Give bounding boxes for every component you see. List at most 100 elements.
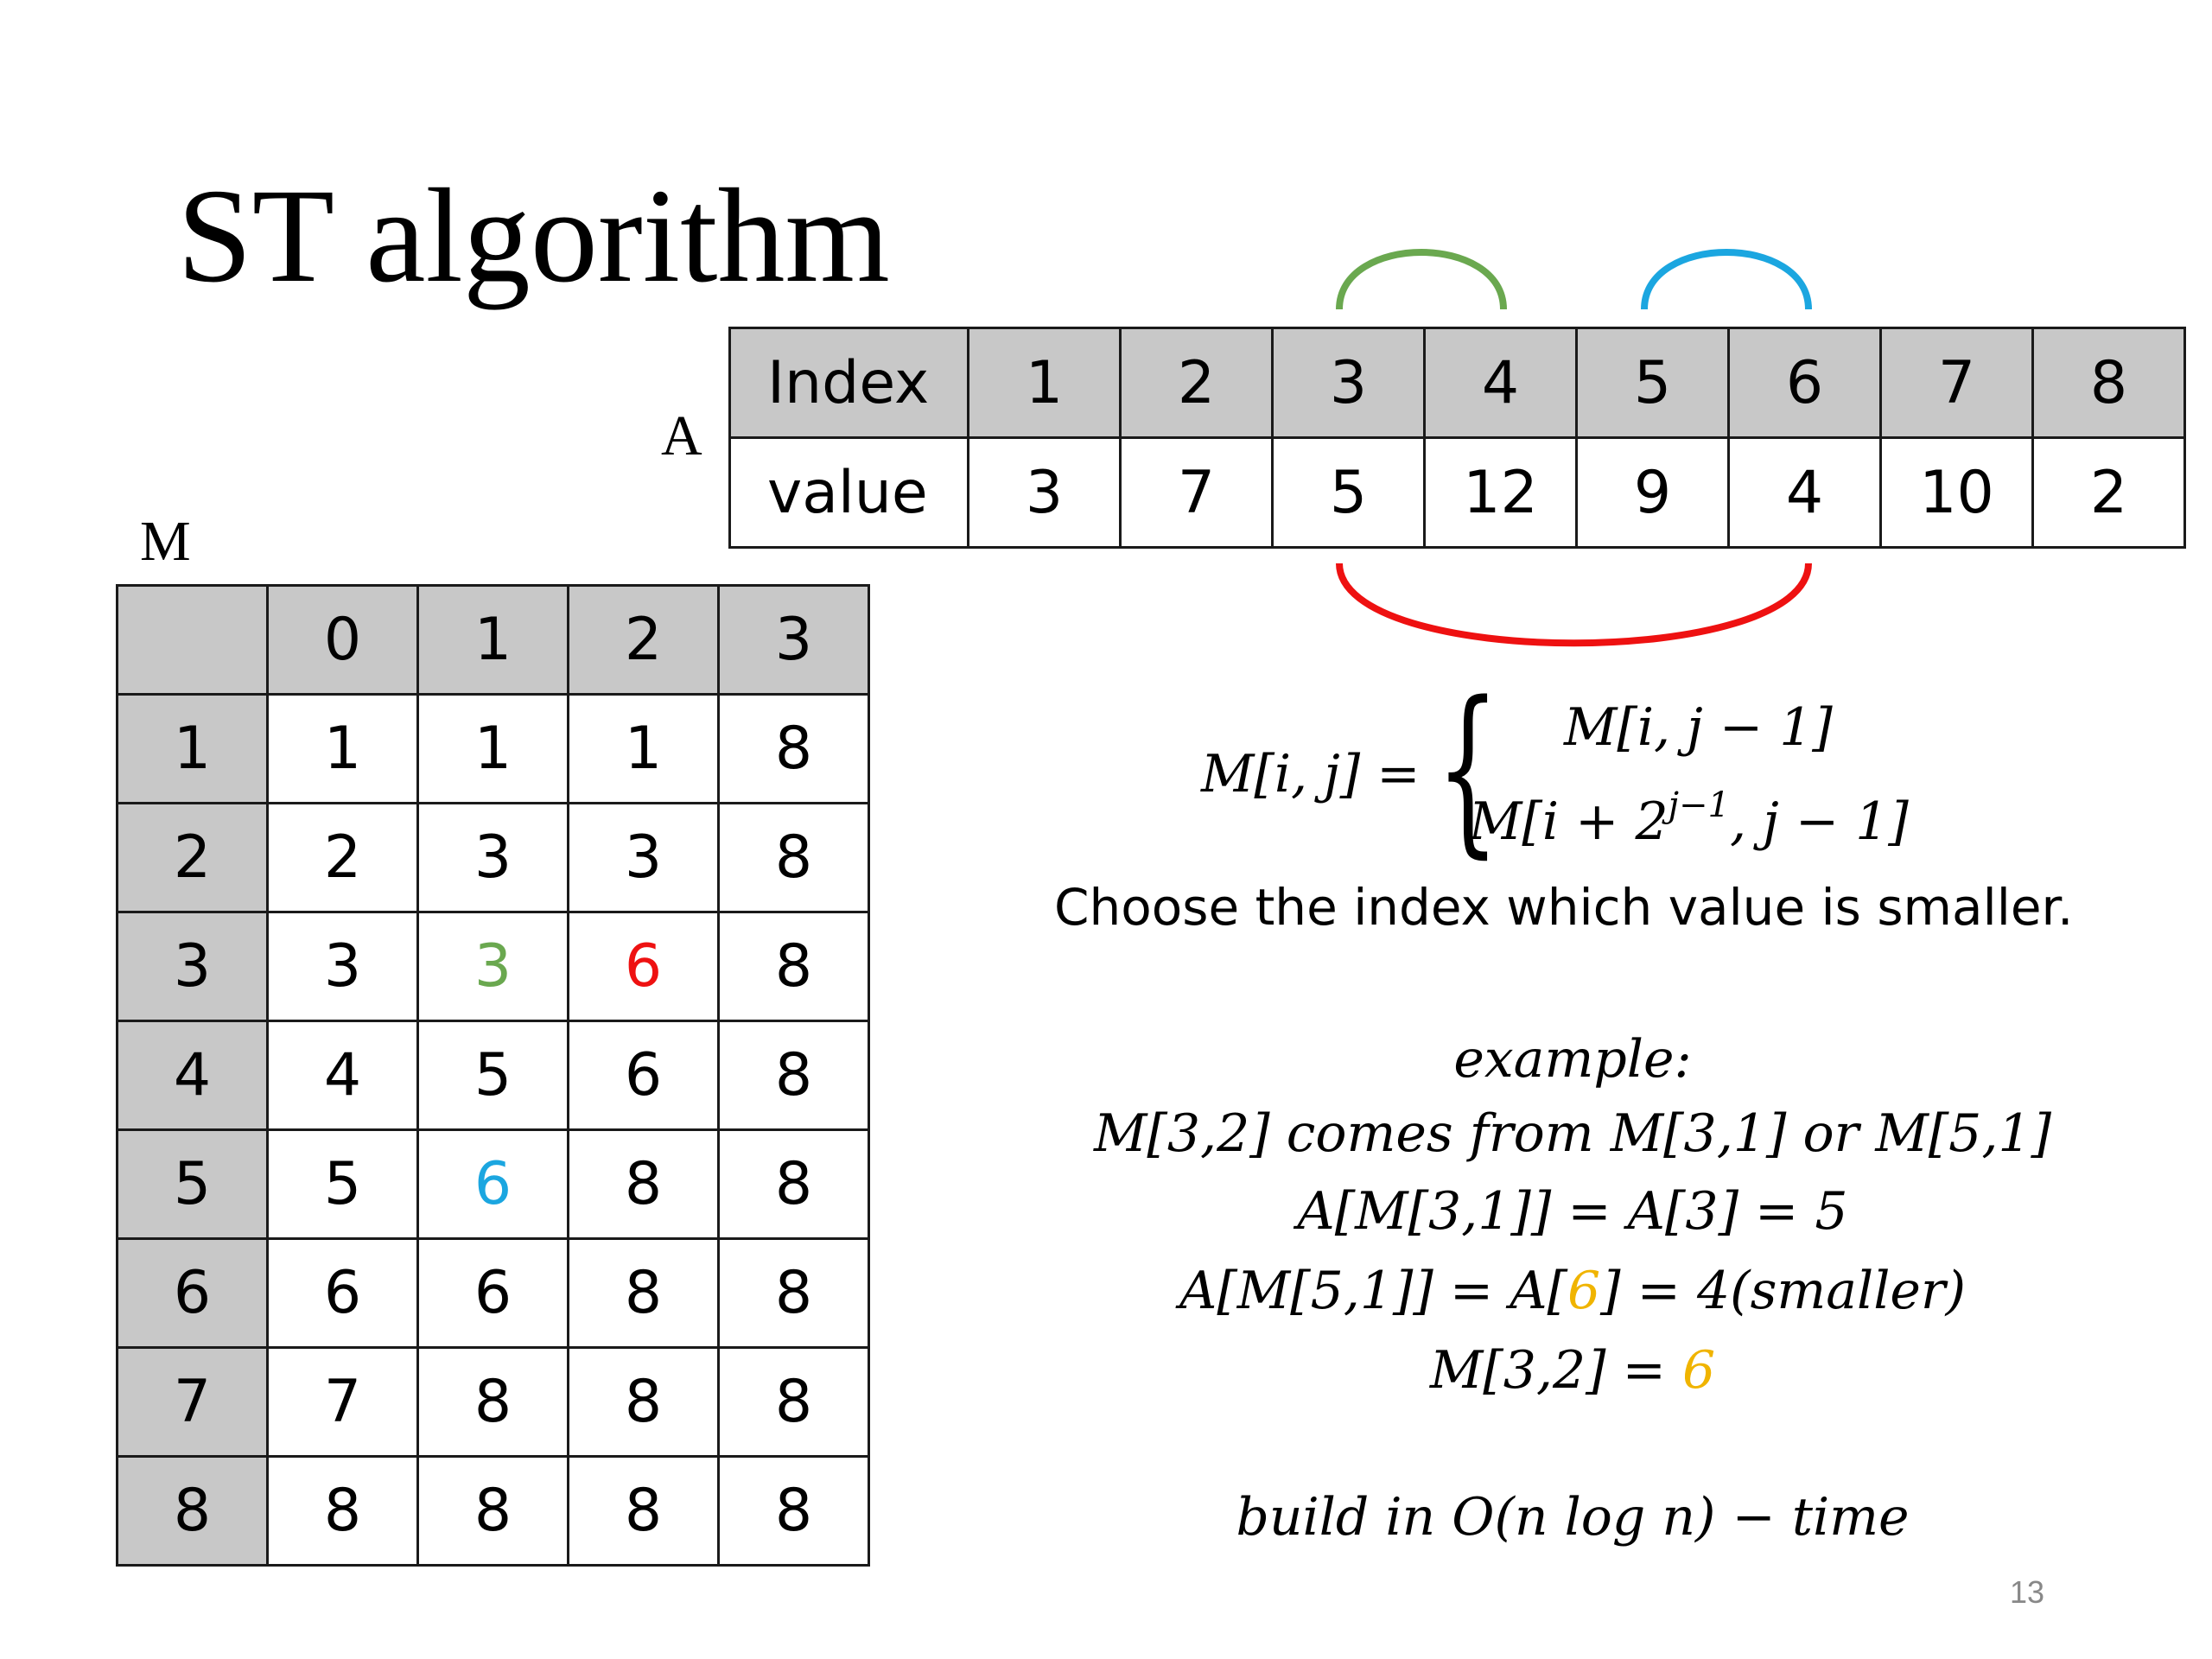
array-row-label-value: value: [728, 436, 969, 549]
array-index-cell: 2: [1119, 327, 1274, 439]
formula-lhs: M[i, j] =: [1201, 744, 1421, 804]
formula-case-2: M[i + 2j−1, j − 1]: [1469, 788, 1909, 848]
complexity-note: build in O(n log n) − time: [1236, 1487, 1910, 1548]
matrix-col-header: 2: [567, 584, 720, 696]
formula-case-1: M[i, j − 1]: [1564, 697, 1833, 758]
arc-red-3-6: [1336, 563, 1812, 647]
matrix-row: 3 3 3 6 8: [116, 911, 870, 1022]
matrix-cell: 1: [416, 693, 569, 804]
matrix-cell: 8: [567, 1128, 720, 1240]
array-value-cell: 3: [967, 436, 1122, 549]
matrix-cell: 8: [717, 911, 870, 1022]
array-label: A: [661, 404, 702, 467]
matrix-cell: 6: [266, 1237, 419, 1349]
matrix-cell: 6: [416, 1237, 569, 1349]
array-value-row: value 3 7 5 12 9 4 10 2: [728, 436, 2186, 549]
matrix-cell: 8: [717, 1128, 870, 1240]
array-value-cell: 5: [1271, 436, 1426, 549]
example-line-1: M[3,2] comes from M[3,1] or M[5,1]: [1093, 1103, 2051, 1164]
matrix-row-header: 1: [116, 693, 269, 804]
array-value-cell: 10: [1879, 436, 2034, 549]
matrix-row: 8 8 8 8 8: [116, 1455, 870, 1567]
matrix-row: 5 5 6 8 8: [116, 1128, 870, 1240]
array-value-cell: 7: [1119, 436, 1274, 549]
matrix-col-header: 0: [266, 584, 419, 696]
matrix-cell: 8: [717, 1237, 870, 1349]
matrix-row: 4 4 5 6 8: [116, 1020, 870, 1131]
slide-title: ST algorithm: [177, 161, 890, 310]
matrix-cell: 8: [266, 1455, 419, 1567]
matrix-cell: 8: [567, 1455, 720, 1567]
example-line-2: A[M[3,1]] = A[3] = 5: [1297, 1181, 1848, 1242]
array-index-cell: 8: [2031, 327, 2186, 439]
matrix-row-header: 4: [116, 1020, 269, 1131]
matrix-cell: 3: [416, 802, 569, 913]
matrix-cell: 5: [416, 1020, 569, 1131]
array-index-cell: 5: [1575, 327, 1730, 439]
matrix-cell: 8: [416, 1455, 569, 1567]
array-index-row: Index 1 2 3 4 5 6 7 8: [728, 327, 2186, 439]
page-number: 13: [2010, 1574, 2045, 1610]
matrix-cell: 8: [567, 1237, 720, 1349]
matrix-cell-highlight-blue: 6: [416, 1128, 569, 1240]
formula-case-2-a: M[i + 2: [1469, 791, 1669, 852]
matrix-cell: 8: [717, 693, 870, 804]
example-title: example:: [1453, 1029, 1692, 1090]
example-line-3-b: ] = 4(smaller): [1600, 1261, 1966, 1321]
matrix-cell: 1: [567, 693, 720, 804]
matrix-cell: 8: [416, 1346, 569, 1458]
example-line-3-a: A[M[5,1]] = A[: [1179, 1261, 1567, 1321]
rule-note: Choose the index which value is smaller.: [1054, 878, 2074, 937]
array-index-cell: 7: [1879, 327, 2034, 439]
matrix-header-row: 0 1 2 3: [116, 584, 870, 696]
matrix-cell: 3: [266, 911, 419, 1022]
array-index-cell: 4: [1423, 327, 1578, 439]
array-value-cell: 4: [1727, 436, 1882, 549]
matrix-cell: 8: [717, 1346, 870, 1458]
matrix-cell: 4: [266, 1020, 419, 1131]
matrix-cell: 8: [717, 802, 870, 913]
matrix-cell: 7: [266, 1346, 419, 1458]
matrix-cell-highlight-red: 6: [567, 911, 720, 1022]
array-value-cell: 9: [1575, 436, 1730, 549]
array-index-cell: 1: [967, 327, 1122, 439]
matrix-cell: 8: [717, 1020, 870, 1131]
matrix-cell: 8: [717, 1455, 870, 1567]
matrix-row-header: 8: [116, 1455, 269, 1567]
arc-blue-5-6: [1641, 249, 1812, 310]
matrix-cell: 8: [567, 1346, 720, 1458]
matrix-col-header: 3: [717, 584, 870, 696]
example-result-highlight: 6: [1681, 1340, 1716, 1401]
formula-brace: {: [1436, 663, 1500, 874]
matrix-row: 1 1 1 1 8: [116, 693, 870, 804]
matrix-row-header: 6: [116, 1237, 269, 1349]
example-line-4-a: M[3,2] =: [1429, 1340, 1682, 1401]
matrix-row-header: 3: [116, 911, 269, 1022]
matrix-row: 6 6 6 8 8: [116, 1237, 870, 1349]
array-row-label-index: Index: [728, 327, 969, 439]
example-line-3: A[M[5,1]] = A[6] = 4(smaller): [1054, 1265, 2091, 1317]
array-value-cell: 2: [2031, 436, 2186, 549]
array-table: Index 1 2 3 4 5 6 7 8 value 3 7 5 12 9 4…: [728, 327, 2186, 549]
matrix-row: 2 2 3 3 8: [116, 802, 870, 913]
array-value-cell: 12: [1423, 436, 1578, 549]
arc-green-3-4: [1336, 249, 1507, 310]
matrix-cell: 1: [266, 693, 419, 804]
matrix-cell: 5: [266, 1128, 419, 1240]
array-index-cell: 6: [1727, 327, 1882, 439]
formula-case-2-b: , j − 1]: [1730, 791, 1909, 852]
matrix-col-header: 1: [416, 584, 569, 696]
matrix-row-header: 7: [116, 1346, 269, 1458]
example-highlight-index: 6: [1567, 1261, 1601, 1321]
matrix-cell: 3: [567, 802, 720, 913]
matrix-row-header: 2: [116, 802, 269, 913]
matrix-label: M: [140, 510, 191, 573]
matrix-cell: 6: [567, 1020, 720, 1131]
range-arcs: [1336, 249, 1812, 647]
array-index-cell: 3: [1271, 327, 1426, 439]
matrix-corner-cell: [116, 584, 269, 696]
matrix-cell-highlight-green: 3: [416, 911, 569, 1022]
formula-case-2-exponent: j−1: [1668, 785, 1730, 825]
sparse-table-m: 0 1 2 3 1 1 1 1 8 2 2 3 3 8 3 3 3 6 8 4 …: [116, 584, 870, 1567]
